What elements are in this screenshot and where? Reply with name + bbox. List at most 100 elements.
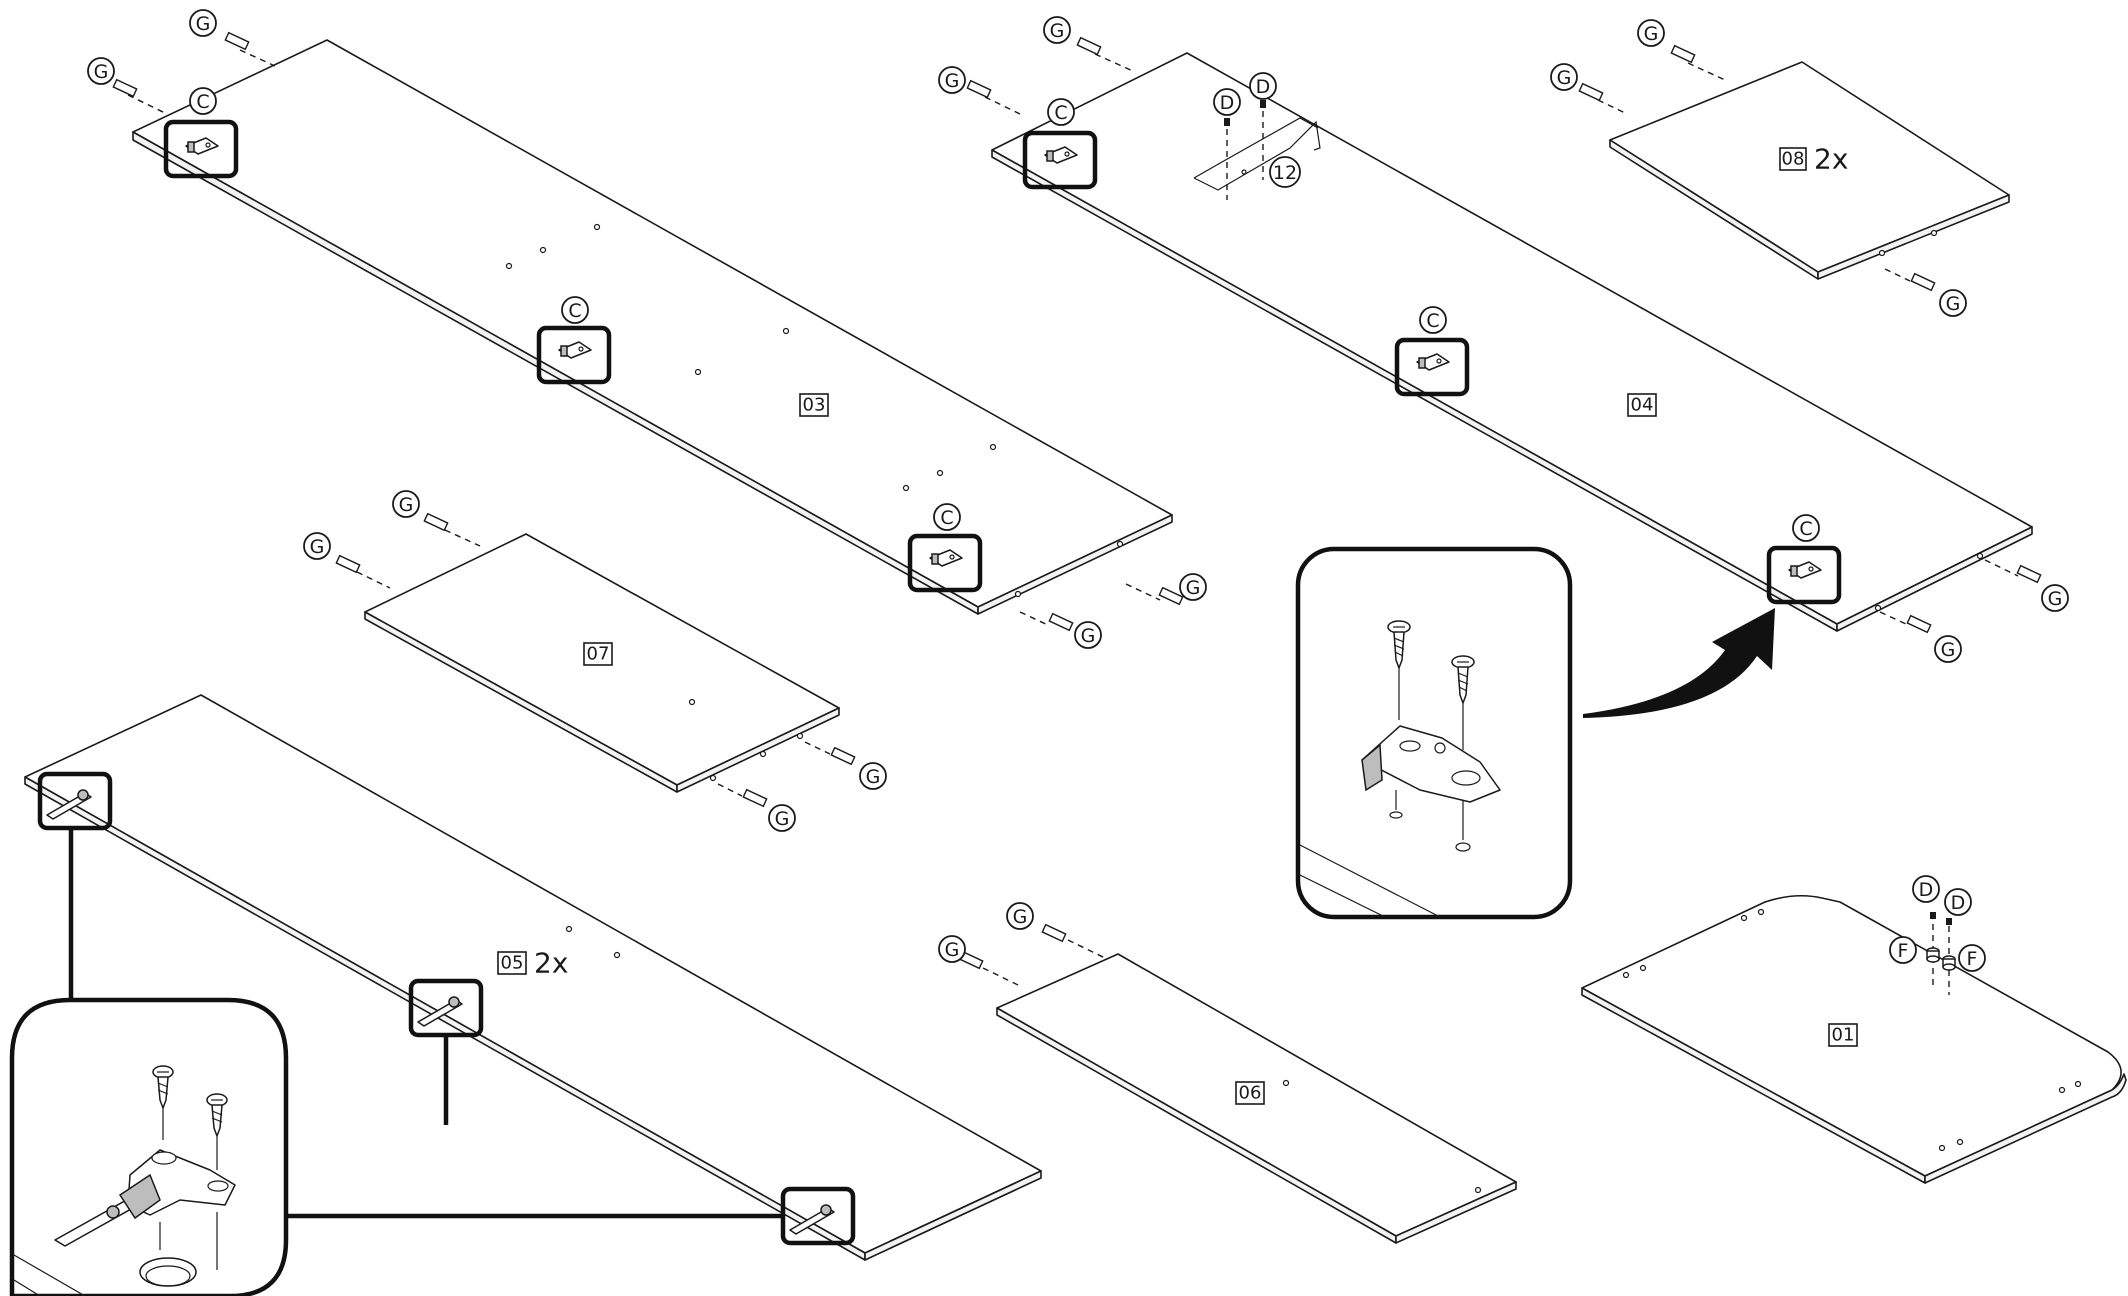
callout-g: G bbox=[1939, 289, 1967, 317]
callout-label: G bbox=[399, 494, 414, 516]
bracket-icon bbox=[1193, 100, 1321, 200]
screw-icon bbox=[206, 1093, 228, 1137]
callout-g: G bbox=[859, 762, 887, 790]
panel-05: 05 2x bbox=[24, 694, 1042, 1261]
screw-icon bbox=[1451, 655, 1475, 704]
cam-plate-icon bbox=[1022, 130, 1098, 190]
hinge-icon bbox=[54, 1149, 236, 1247]
dowel-icon bbox=[1076, 36, 1136, 73]
cam-nut-group bbox=[1926, 912, 1956, 995]
screw-icon bbox=[1930, 912, 1936, 919]
zoom-detail-hinge bbox=[9, 997, 289, 1296]
callout-d: D bbox=[1944, 888, 1972, 916]
callout-g: G bbox=[1637, 19, 1665, 47]
panel-08: 08 2x bbox=[1609, 61, 2010, 280]
dowel-icon bbox=[112, 78, 166, 114]
callout-label: G bbox=[1186, 577, 1201, 599]
callout-label: C bbox=[196, 91, 209, 113]
cam-plate-icon bbox=[1361, 725, 1501, 803]
part-label-07: 07 bbox=[587, 644, 610, 665]
callout-label: G bbox=[310, 536, 325, 558]
part-label-08: 08 bbox=[1782, 149, 1805, 170]
dowel-icon bbox=[804, 741, 856, 766]
callout-f: F bbox=[1889, 936, 1917, 964]
dowel-icon bbox=[1670, 44, 1726, 81]
hinge-icon bbox=[37, 771, 113, 831]
cam-plate-icon bbox=[163, 119, 239, 179]
dowel-icon bbox=[423, 512, 481, 547]
callout-g: G bbox=[938, 935, 966, 963]
callout-label: G bbox=[1013, 906, 1028, 928]
callout-label: D bbox=[1256, 76, 1271, 98]
callout-d: D bbox=[1213, 88, 1241, 116]
callout-c: C bbox=[1047, 98, 1075, 126]
part-label-03: 03 bbox=[803, 395, 826, 416]
dowel-icon bbox=[1879, 611, 1932, 634]
callout-g: G bbox=[1179, 573, 1207, 601]
callout-c: C bbox=[189, 87, 217, 115]
screw-icon bbox=[1946, 918, 1952, 925]
dowel-icon bbox=[1884, 268, 1936, 292]
callout-g: G bbox=[1550, 63, 1578, 91]
cam-nut-icon bbox=[1926, 947, 1940, 963]
callout-label: G bbox=[945, 70, 960, 92]
callout-g: G bbox=[1934, 635, 1962, 663]
callout-g: G bbox=[189, 9, 217, 37]
screw-icon bbox=[1224, 118, 1230, 126]
callout-g: G bbox=[87, 57, 115, 85]
dowel-icon bbox=[335, 554, 391, 589]
callout-label: C bbox=[1799, 518, 1812, 540]
dowel-icon bbox=[966, 79, 1021, 115]
callout-label: D bbox=[1919, 879, 1934, 901]
callout-label: D bbox=[1951, 892, 1966, 914]
dowel-icon bbox=[1019, 611, 1074, 632]
cam-plate-highlights bbox=[163, 119, 1842, 605]
callout-label: F bbox=[1967, 948, 1978, 970]
callout-g: G bbox=[938, 66, 966, 94]
screw-icon bbox=[152, 1065, 174, 1109]
callout-label: G bbox=[94, 61, 109, 83]
callout-label: F bbox=[1898, 940, 1909, 962]
screw-icon bbox=[1260, 100, 1266, 108]
part-label-01: 01 bbox=[1832, 1025, 1855, 1046]
callout-label: G bbox=[196, 13, 211, 35]
callout-g: G bbox=[768, 804, 796, 832]
dowel-icon bbox=[1125, 583, 1184, 606]
callout-g: G bbox=[2041, 584, 2069, 612]
dowel-icon bbox=[224, 31, 276, 67]
callout-g: G bbox=[1006, 902, 1034, 930]
callout-g: G bbox=[1074, 621, 1102, 649]
hinge-connectors bbox=[68, 828, 783, 1219]
callout-g: G bbox=[303, 532, 331, 560]
cam-plate-icon bbox=[907, 533, 983, 593]
callout-label: G bbox=[1941, 639, 1956, 661]
dowel-icon bbox=[1578, 82, 1626, 114]
dowel-icon bbox=[1984, 559, 2042, 584]
callout-label: C bbox=[568, 300, 581, 322]
callout-label: G bbox=[866, 766, 881, 788]
curved-arrow-icon bbox=[1583, 608, 1775, 718]
callout-c: C bbox=[561, 296, 589, 324]
part-multiplier-08: 2x bbox=[1814, 143, 1848, 176]
callout-label: C bbox=[940, 507, 953, 529]
callout-label: C bbox=[1426, 310, 1439, 332]
callout-label: D bbox=[1220, 92, 1235, 114]
part-label-04: 04 bbox=[1631, 395, 1654, 416]
callout-label: C bbox=[1054, 102, 1067, 124]
callout-label: G bbox=[1050, 20, 1065, 42]
callout-label: G bbox=[775, 808, 790, 830]
dowel-icon bbox=[1041, 923, 1106, 959]
callout-d: D bbox=[1249, 72, 1277, 100]
part-label-05: 05 bbox=[501, 953, 524, 974]
callout-c: C bbox=[1792, 514, 1820, 542]
screw-icon bbox=[1387, 620, 1411, 669]
callout-label: G bbox=[1644, 23, 1659, 45]
dowel-icon bbox=[958, 950, 1019, 986]
cam-plate-icon bbox=[1766, 545, 1842, 605]
panel-04: 04 bbox=[991, 52, 2033, 632]
cam-nut-icon bbox=[1942, 955, 1956, 971]
callout-label: G bbox=[1557, 67, 1572, 89]
part-label-06: 06 bbox=[1239, 1083, 1262, 1104]
panel-01: 01 bbox=[1581, 894, 2127, 1184]
